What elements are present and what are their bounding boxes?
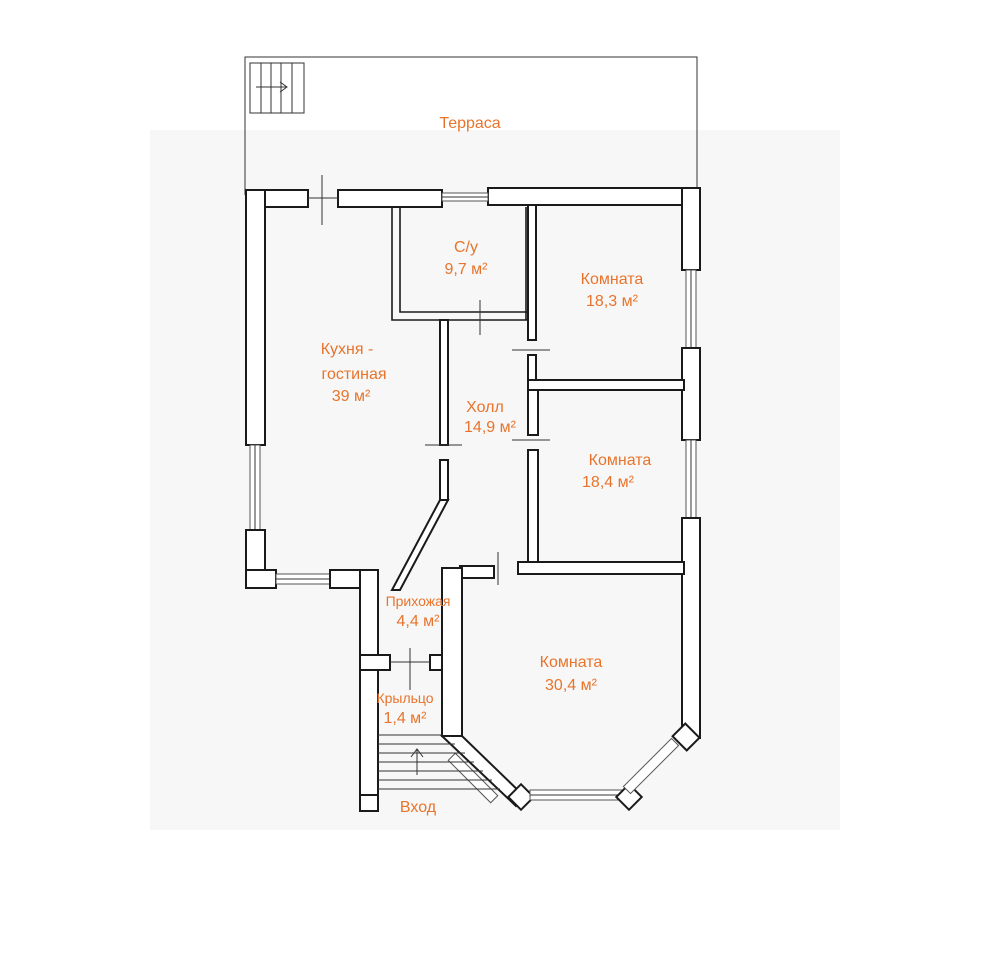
bay-window: [439, 722, 701, 812]
label-room1-area: 18,3 м²: [586, 293, 639, 310]
label-kitchen-name2: гостиная: [321, 366, 386, 383]
label-entrance: Вход: [400, 799, 437, 816]
label-kitchen-name1: Кухня -: [321, 341, 374, 358]
label-entry-area: 4,4 м²: [396, 613, 440, 630]
label-hall-name: Холл: [466, 399, 504, 416]
label-entry-name: Прихожая: [386, 593, 451, 609]
terrace: [244, 56, 698, 195]
label-kitchen-area: 39 м²: [332, 388, 371, 405]
stairs-arrow-icon: [256, 81, 288, 93]
label-room3-name: Комната: [540, 654, 603, 671]
interior-walls: [359, 204, 685, 737]
label-porch-area: 1,4 м²: [383, 710, 427, 727]
label-porch-name: Крыльцо: [376, 690, 433, 706]
terrace-stairs: [249, 62, 305, 114]
label-room2-area: 18,4 м²: [582, 474, 635, 491]
label-terrace: Терраса: [439, 115, 500, 132]
porch-stairs: [359, 669, 500, 812]
label-wc-name: С/у: [454, 239, 478, 256]
label-wc-area: 9,7 м²: [444, 261, 488, 278]
entrance-arrow-icon: [410, 748, 424, 775]
label-room3-area: 30,4 м²: [545, 677, 598, 694]
label-room1-name: Комната: [581, 271, 644, 288]
entrance-post: [359, 794, 379, 812]
label-hall-area: 14,9 м²: [464, 419, 517, 436]
label-room2-name: Комната: [589, 452, 652, 469]
